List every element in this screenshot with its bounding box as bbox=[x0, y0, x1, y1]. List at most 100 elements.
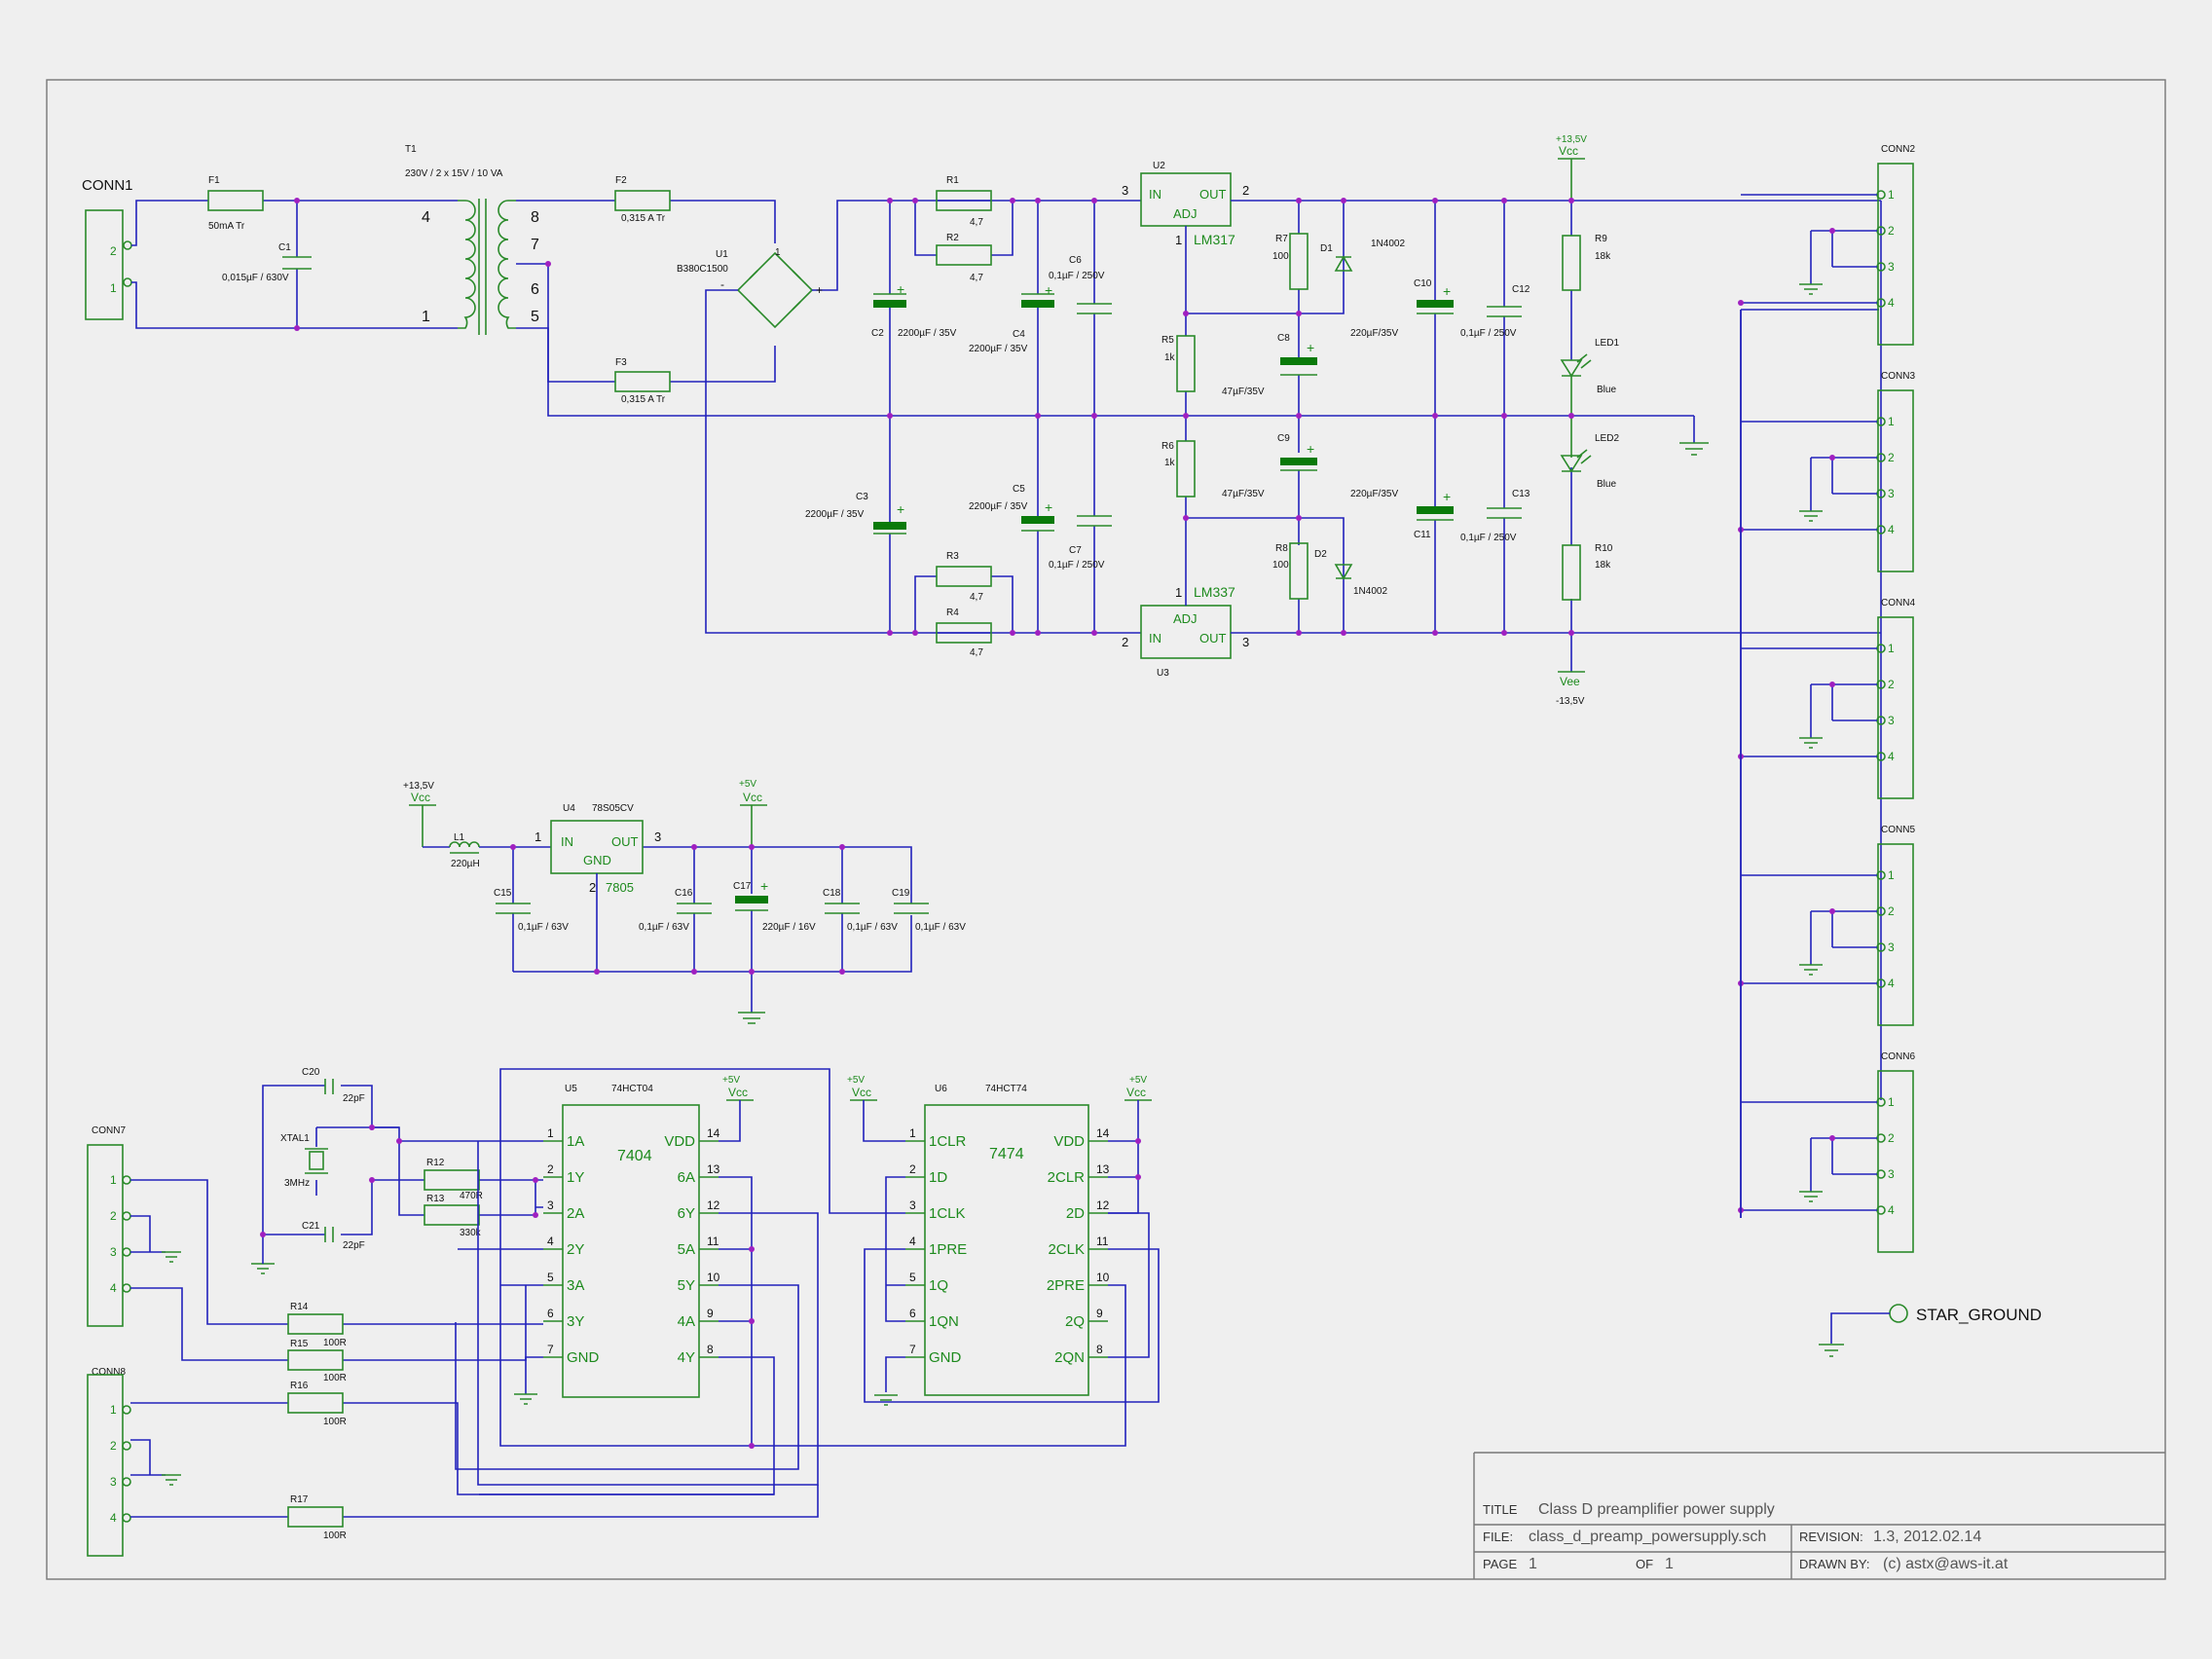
u5-pin-name: VDD bbox=[664, 1133, 695, 1150]
connector-wires bbox=[1741, 421, 1877, 531]
u3-pin1: 1 bbox=[1175, 585, 1182, 600]
c3-ref: C3 bbox=[856, 492, 868, 502]
conn8-pin-number: 4 bbox=[110, 1511, 117, 1525]
c6-ref: C6 bbox=[1069, 255, 1082, 266]
resistor-r12 bbox=[424, 1169, 480, 1191]
svg-text:+: + bbox=[1443, 283, 1451, 299]
clock-section: C20 22pF C21 22pF XTAL1 3MHz R12 470R R1… bbox=[87, 1067, 1160, 1557]
drawn-label: DRAWN BY: bbox=[1799, 1557, 1869, 1571]
connector-pin-number: 1 bbox=[1888, 868, 1895, 882]
r10-ref: R10 bbox=[1595, 543, 1613, 554]
u5-pin-number: 11 bbox=[707, 1235, 719, 1248]
u6-pin-name: 2QN bbox=[1054, 1349, 1085, 1366]
u5-pin-name: 6A bbox=[678, 1169, 695, 1186]
r14-value: 100R bbox=[323, 1338, 347, 1348]
vee-voltage: -13,5V bbox=[1556, 696, 1585, 707]
u5-pin-name: 4Y bbox=[678, 1349, 695, 1366]
connector-body bbox=[1877, 843, 1914, 1026]
u6-pin-number: 9 bbox=[1096, 1307, 1103, 1320]
svg-text:+: + bbox=[1045, 282, 1052, 298]
connector-wires bbox=[1741, 194, 1877, 304]
u6-pin-name: 1QN bbox=[929, 1313, 959, 1330]
bridge-u1 bbox=[736, 251, 814, 329]
ic-u5 bbox=[562, 1104, 700, 1398]
r9-ref: R9 bbox=[1595, 234, 1607, 244]
u6-pin-name: 1Q bbox=[929, 1277, 948, 1294]
resistor-r10 bbox=[1562, 544, 1581, 601]
t1-value: 230V / 2 x 15V / 10 VA bbox=[405, 168, 503, 179]
conn7-pin-number: 1 bbox=[110, 1173, 117, 1187]
conn7-pin-number: 4 bbox=[110, 1281, 117, 1295]
u5-pin-number: 5 bbox=[547, 1271, 554, 1284]
c8-value: 47µF/35V bbox=[1222, 387, 1265, 397]
u6-pin-number: 14 bbox=[1096, 1126, 1110, 1140]
u1-ref: U1 bbox=[716, 249, 728, 260]
u6-pin-number: 2 bbox=[909, 1162, 916, 1176]
c18-ref: C18 bbox=[823, 888, 841, 899]
u6-5v-voltage-left: +5V bbox=[847, 1075, 865, 1086]
conn8-pin bbox=[122, 1441, 131, 1451]
u3-pin3: 3 bbox=[1242, 635, 1249, 649]
r17-ref: R17 bbox=[290, 1494, 309, 1505]
vee-label: Vee bbox=[1560, 675, 1580, 688]
r6-value: 1k bbox=[1164, 458, 1176, 468]
u2-pin3: 3 bbox=[1122, 183, 1128, 198]
connector-body bbox=[1877, 163, 1914, 346]
connector-ground bbox=[1799, 737, 1823, 749]
connector-pin-number: 2 bbox=[1888, 904, 1895, 918]
r6-ref: R6 bbox=[1161, 441, 1174, 452]
r14-ref: R14 bbox=[290, 1302, 309, 1312]
d2-ref: D2 bbox=[1314, 549, 1327, 560]
connector-ground bbox=[1799, 1191, 1823, 1202]
conn8-pin-number: 2 bbox=[110, 1439, 117, 1453]
c2-ref: C2 bbox=[871, 328, 884, 339]
u3-in: IN bbox=[1149, 631, 1161, 645]
r3-value: 4,7 bbox=[970, 592, 983, 603]
c13-ref: C13 bbox=[1512, 489, 1530, 499]
c12-ref: C12 bbox=[1512, 284, 1530, 295]
t1-pin4: 4 bbox=[422, 209, 430, 226]
d2-value: 1N4002 bbox=[1353, 586, 1387, 597]
junction bbox=[1829, 1135, 1835, 1141]
conn1-body bbox=[85, 209, 124, 320]
fuse-f1 bbox=[207, 190, 264, 211]
diode-d2 bbox=[1334, 564, 1353, 580]
conn8-pin bbox=[122, 1477, 131, 1487]
connector-wires bbox=[1741, 874, 1877, 984]
resistor-r4 bbox=[936, 622, 992, 644]
u5-5v-voltage: +5V bbox=[722, 1075, 740, 1086]
u5-pin-name: 6Y bbox=[678, 1205, 695, 1222]
r15-ref: R15 bbox=[290, 1339, 309, 1349]
transformer-t1 bbox=[458, 200, 476, 329]
svg-text:+: + bbox=[1443, 489, 1451, 504]
resistor-r8 bbox=[1289, 542, 1309, 600]
u2-out: OUT bbox=[1199, 187, 1227, 202]
u5-pin-name: 2A bbox=[567, 1205, 584, 1222]
c10-ref: C10 bbox=[1414, 278, 1432, 289]
connector-wires bbox=[1741, 1101, 1877, 1211]
r15-value: 100R bbox=[323, 1373, 347, 1383]
r16-ref: R16 bbox=[290, 1381, 309, 1391]
c11-ref: C11 bbox=[1414, 530, 1431, 540]
f2-value: 0,315 A Tr bbox=[621, 213, 666, 224]
resistor-r14 bbox=[287, 1313, 344, 1335]
u5-pin-name: 1Y bbox=[567, 1169, 584, 1186]
sheet-file: class_d_preamp_powersupply.sch bbox=[1529, 1529, 1766, 1545]
connector-pin-number: 2 bbox=[1888, 451, 1895, 464]
u6-pin-name: VDD bbox=[1053, 1133, 1085, 1150]
u3-adj: ADJ bbox=[1173, 611, 1198, 626]
of-label: OF bbox=[1636, 1557, 1653, 1571]
u6-part: 7474 bbox=[989, 1146, 1024, 1162]
conn8-pin bbox=[122, 1405, 131, 1415]
u6-pin-name: 2D bbox=[1066, 1205, 1085, 1222]
connector-pin-number: 3 bbox=[1888, 940, 1895, 954]
u2-ref: U2 bbox=[1153, 161, 1165, 171]
u5-pin-number: 7 bbox=[547, 1343, 554, 1356]
r8-ref: R8 bbox=[1275, 543, 1288, 554]
u1-value: B380C1500 bbox=[677, 264, 728, 275]
f3-ref: F3 bbox=[615, 357, 627, 368]
c19-ref: C19 bbox=[892, 888, 910, 899]
c17-ref: C17 bbox=[733, 881, 752, 892]
